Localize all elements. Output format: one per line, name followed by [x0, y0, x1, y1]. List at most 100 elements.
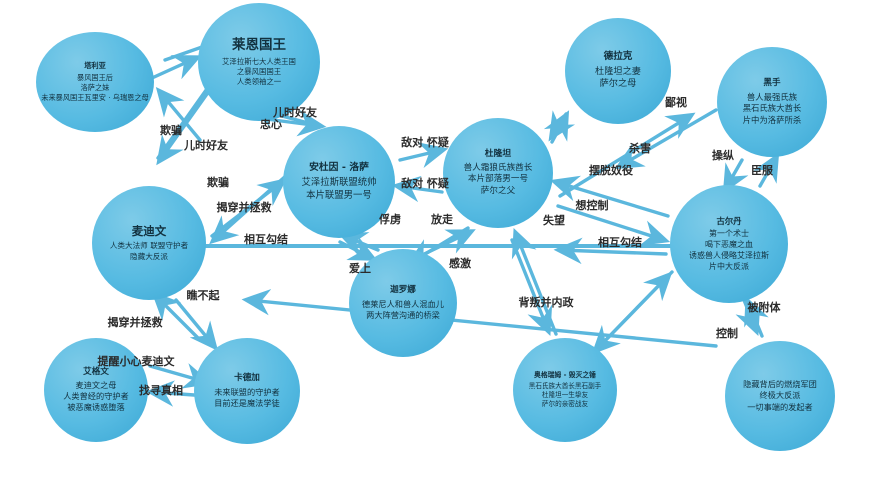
node-aegwynn[interactable]: 艾格文麦迪文之母人类曾经的守护者被恶魔诱惑堕落 [44, 338, 148, 442]
edge-label: 找寻真相 [139, 384, 183, 397]
node-title: 古尔丹 [716, 215, 742, 226]
edge-label: 爱上 [349, 262, 371, 275]
node-lothar[interactable]: 安杜因 - 洛萨艾泽拉斯联盟统帅本片联盟男一号 [283, 126, 395, 238]
node-detail-line: 隐藏大反派 [130, 251, 168, 261]
node-title: 莱恩国王 [232, 37, 286, 54]
edge-legion-medivh [241, 288, 718, 348]
edge-guldan-durotan [549, 175, 670, 218]
node-detail-line: 人类曾经的守护者 [63, 391, 129, 402]
edge-orgrim-durotan [511, 228, 558, 336]
node-detail-line: 洛萨之妹 [80, 83, 110, 93]
node-detail-line: 人类大法师 联盟守护者 [109, 241, 189, 251]
node-durotan[interactable]: 杜隆坦兽人霜狼氏族酋长本片部落男一号萨尔之父 [443, 118, 553, 228]
edge-label: 揭穿并拯救 [216, 201, 272, 214]
node-talia[interactable]: 塔利亚暴风国王后洛萨之妹未来暴风国王瓦里安 · 乌瑞恩之母 [36, 32, 154, 132]
node-detail-line: 兽人霜狼氏族酋长 [463, 162, 533, 173]
edge-label: 敌对 怀疑 [401, 136, 449, 149]
node-detail-line: 本片联盟男一号 [306, 189, 372, 201]
edge-label: 控制 [716, 327, 738, 340]
node-detail-line: 人类领袖之一 [236, 76, 282, 86]
node-gul-dan[interactable]: 古尔丹第一个术士喝下恶魔之血诱惑兽人侵略艾泽拉斯片中大反派 [670, 185, 788, 303]
node-detail-line: 诱惑兽人侵略艾泽拉斯 [689, 250, 769, 260]
node-detail-line: 两大阵营沟通的桥梁 [366, 309, 440, 320]
node-detail-line: 一切事端的发起者 [747, 401, 813, 412]
node-detail-line: 杜隆坦之妻 [595, 66, 641, 78]
edge-medivh-lothar [210, 178, 288, 238]
edge-label: 臣服 [751, 164, 773, 177]
edge-label: 俘虏 [379, 213, 401, 226]
node-detail-line: 艾泽拉斯七大人类王国 [222, 56, 296, 66]
node-title: 杜隆坦 [484, 148, 512, 159]
edge-label: 背叛并内政 [518, 296, 574, 309]
node-detail-line: 黑石氏族大酋长 [742, 103, 802, 114]
node-detail-line: 艾泽拉斯联盟统帅 [301, 176, 377, 188]
edge-label: 感激 [449, 257, 471, 270]
node-blackhand[interactable]: 黑手兽人最强氏族黑石氏族大酋长片中为洛萨所杀 [717, 47, 827, 157]
edge-label: 相互勾结 [244, 233, 288, 246]
edge-durotan-blackhand [558, 112, 696, 198]
edge-label: 想控制 [575, 199, 609, 212]
node-title: 艾格文 [83, 366, 109, 377]
edge-durotan-guldan [556, 204, 671, 246]
edge-label: 放走 [431, 213, 453, 226]
edge-khadgar-medivh [151, 291, 202, 342]
edge-label: 操纵 [712, 149, 734, 162]
node-detail-line: 目前还是魔法学徒 [214, 397, 280, 408]
edge-label: 瞧不起 [186, 289, 220, 302]
edge-draka-durotan [548, 110, 576, 142]
edge-label: 欺骗 [160, 124, 182, 137]
node-draka[interactable]: 德拉克杜隆坦之妻萨尔之母 [565, 18, 671, 124]
node-title: 德拉克 [603, 51, 633, 63]
edge-guldan-blackhand [753, 152, 780, 188]
node-khadgar[interactable]: 卡德加未来联盟的守护者目前还是魔法学徒 [194, 338, 300, 444]
edge-label: 鄙视 [665, 96, 687, 109]
node-king-llane[interactable]: 莱恩国王艾泽拉斯七大人类王国之暴风国国王人类领袖之一 [198, 3, 320, 121]
edge-label: 杀害 [629, 142, 651, 155]
edge-label: 提醒小心麦迪文 [97, 355, 175, 368]
edge-durotan-orgrim [510, 238, 553, 336]
node-detail-line: 之暴风国国王 [236, 66, 282, 76]
node-title: 卡德加 [234, 373, 260, 384]
node-detail-line: 被恶魔诱惑堕落 [67, 402, 125, 413]
node-detail-line: 片中大反派 [709, 261, 749, 271]
node-detail-line: 本片部落男一号 [467, 174, 529, 185]
node-detail-line: 杜隆坦一生挚友 [541, 391, 589, 400]
edge-talia-llane-2 [150, 55, 202, 80]
edge-label: 儿时好友 [273, 106, 317, 119]
node-detail-line: 萨尔的亲密战友 [541, 400, 589, 409]
node-medivh[interactable]: 麦迪文人类大法师 联盟守护者隐藏大反派 [92, 186, 206, 300]
node-detail-line: 隐藏背后的燃烧军团 [743, 379, 817, 390]
edge-medivh-khadgar [174, 298, 219, 351]
node-detail-line: 麦迪文之母 [75, 380, 117, 391]
node-detail-line: 未来暴风国王瓦里安 · 乌瑞恩之母 [41, 92, 149, 102]
node-detail-line: 喝下恶魔之血 [705, 239, 753, 249]
node-detail-line: 暴风国王后 [77, 73, 113, 83]
edge-label: 忠心 [260, 118, 282, 131]
edge-label: 失望 [543, 214, 565, 227]
edge-label: 相互勾结 [598, 236, 642, 249]
node-detail-line: 片中为洛萨所杀 [742, 114, 802, 125]
node-detail-line: 萨尔之母 [599, 78, 637, 90]
edge-blackhand-guldan [722, 158, 749, 194]
edge-label: 欺骗 [207, 176, 229, 189]
node-title: 迦罗娜 [390, 285, 416, 296]
node-title: 奥格瑞姆 - 毁灭之锤 [534, 370, 596, 379]
node-title: 塔利亚 [84, 61, 106, 71]
node-orgrim[interactable]: 奥格瑞姆 - 毁灭之锤黑石氏族大酋长黑石副手杜隆坦一生挚友萨尔的亲密战友 [513, 338, 617, 442]
edge-lothar-talia [155, 87, 202, 142]
edge-durotan-lothar [391, 175, 444, 203]
node-garona[interactable]: 迦罗娜德莱尼人和兽人混血儿两大阵营沟通的桥梁 [349, 249, 457, 357]
node-detail-line: 黑石氏族大酋长黑石副手 [528, 382, 602, 391]
node-legion[interactable]: 隐藏背后的燃烧军团终极大反派一切事端的发起者 [725, 341, 835, 451]
node-title: 麦迪文 [131, 224, 167, 239]
edge-guldan-medivh-link [553, 237, 668, 265]
node-detail-line: 萨尔之父 [480, 185, 516, 196]
edge-guldan-legion [735, 298, 761, 336]
node-detail-line: 德莱尼人和兽人混血儿 [362, 298, 444, 309]
node-detail-line: 第一个术士 [709, 229, 749, 239]
node-detail-line: 终极大反派 [759, 390, 801, 401]
edge-label: 儿时好友 [184, 139, 228, 152]
edge-label: 敌对 怀疑 [401, 177, 449, 190]
node-detail-line: 未来联盟的守护者 [214, 386, 280, 397]
